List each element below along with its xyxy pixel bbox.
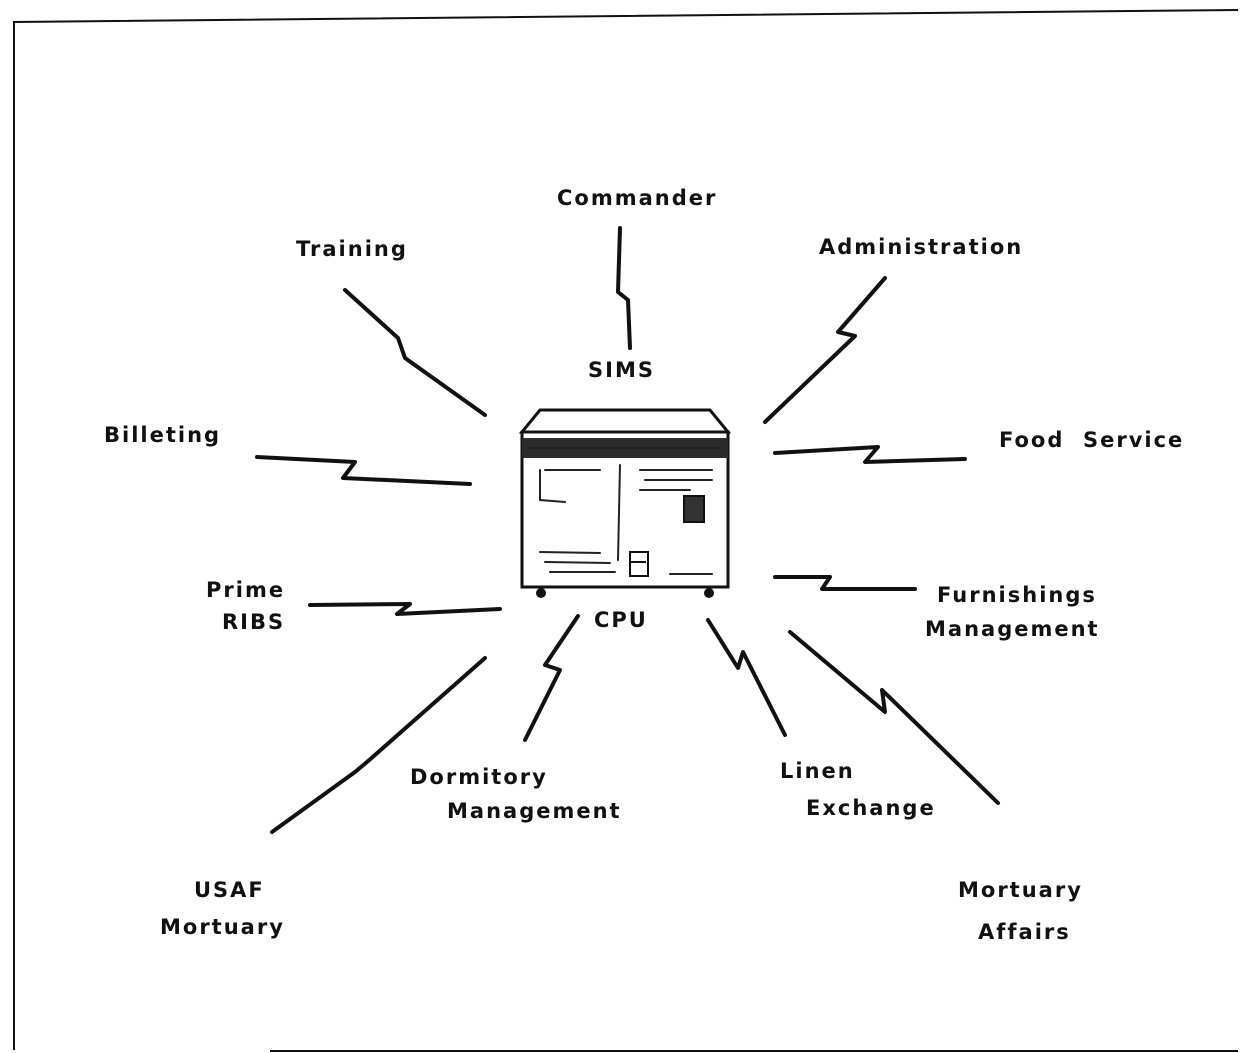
link-billeting: [255, 455, 472, 486]
connectors: [255, 226, 1000, 834]
link-dormitory-management: [523, 614, 580, 742]
node-usaf-mortuary-line-2: Mortuary: [160, 915, 285, 939]
link-food-service: [773, 445, 967, 464]
link-furnishings-management: [773, 575, 917, 591]
node-administration: Administration: [819, 235, 1023, 259]
node-linen-exchange-line-1: Linen: [780, 759, 855, 783]
node-commander: Commander: [557, 186, 717, 210]
link-usaf-mortuary: [270, 656, 487, 834]
computer-cabinet-icon: [518, 408, 732, 598]
node-prime-ribs-line-2: RIBS: [222, 610, 285, 634]
node-billeting: Billeting: [104, 423, 221, 447]
node-food-service: Food Service: [999, 428, 1184, 452]
link-training: [343, 288, 487, 417]
node-linen-exchange-line-2: Exchange: [806, 796, 936, 820]
hub-label-cpu: CPU: [594, 608, 648, 632]
node-mortuary-affairs-line-1: Mortuary: [958, 878, 1083, 902]
link-mortuary-affairs: [788, 630, 1000, 805]
node-usaf-mortuary-line-1: USAF: [194, 878, 265, 902]
hub-label-sims: SIMS: [588, 358, 655, 382]
node-prime-ribs-line-1: Prime: [206, 578, 285, 602]
node-furnishings-management-line-2: Management: [925, 617, 1100, 641]
link-linen-exchange: [706, 618, 787, 737]
node-dormitory-management-line-2: Management: [447, 799, 622, 823]
node-dormitory-management-line-1: Dormitory: [410, 765, 548, 789]
node-furnishings-management-line-1: Furnishings: [937, 583, 1097, 607]
link-commander: [616, 226, 632, 350]
node-training: Training: [296, 237, 408, 261]
node-mortuary-affairs-line-2: Affairs: [978, 920, 1071, 944]
link-prime-ribs: [308, 602, 502, 616]
link-administration: [763, 276, 887, 424]
